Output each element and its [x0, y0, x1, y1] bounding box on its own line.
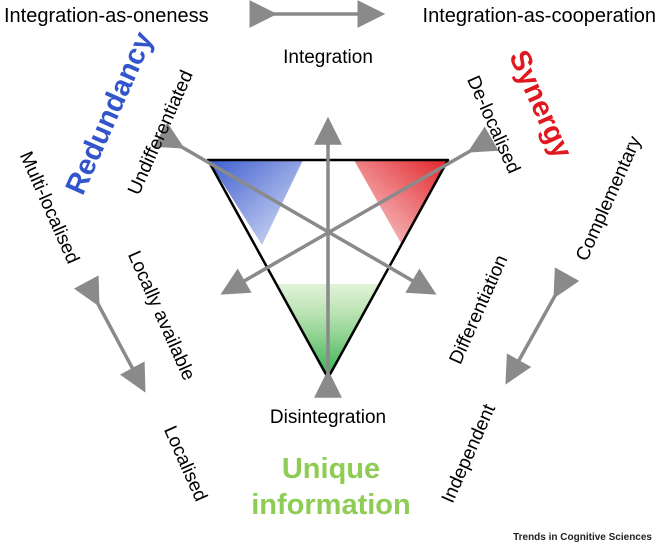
independent-label: Independent: [438, 401, 500, 507]
integration-label: Integration: [283, 47, 373, 68]
de-localised-label: De-localised: [462, 73, 524, 177]
journal-credit: Trends in Cognitive Sciences: [513, 532, 652, 543]
cooperation-label: Integration-as-cooperation: [423, 5, 656, 27]
multilocalised-localised-arrow: [73, 275, 146, 393]
complementary-label: Complementary: [572, 133, 646, 265]
unique-label-line1: Unique: [282, 453, 380, 485]
unique-label-line2: information: [251, 489, 411, 521]
oneness-label: Integration-as-oneness: [4, 5, 209, 27]
differentiation-label: Differentiation: [446, 252, 513, 367]
redundancy-region: [208, 160, 303, 245]
localised-label: Localised: [159, 423, 211, 505]
delocalised-axis-arrow: [220, 126, 499, 295]
disintegration-label: Disintegration: [270, 407, 386, 428]
locally-available-label: Locally available: [123, 248, 199, 384]
complementary-independent-arrow: [505, 267, 580, 385]
